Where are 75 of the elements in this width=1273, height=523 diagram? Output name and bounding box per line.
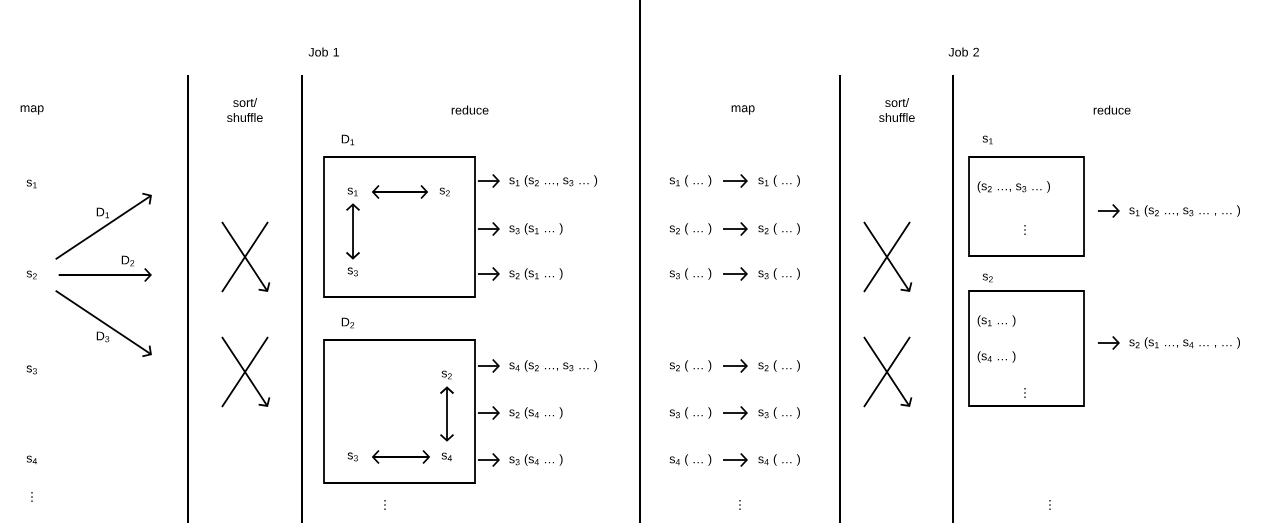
box-heading: s$_{1}$ bbox=[982, 135, 993, 145]
pair-text: s$_{4}$ ( … ) bbox=[669, 454, 712, 466]
arrow bbox=[722, 452, 748, 468]
ellipsis: ⋮ bbox=[1024, 224, 1026, 236]
column-heading: reduce bbox=[1093, 105, 1131, 115]
ellipsis: ⋮ bbox=[739, 499, 741, 511]
box-heading: s$_{2}$ bbox=[982, 273, 993, 283]
arrow bbox=[477, 173, 500, 189]
edge-label: D$_{3}$ bbox=[94, 330, 112, 344]
arrow bbox=[1097, 335, 1120, 351]
ellipsis: ⋮ bbox=[1049, 499, 1051, 511]
arrow bbox=[54, 192, 152, 261]
box-heading: D$_{2}$ bbox=[341, 317, 355, 329]
output-text: s$_{4}$ (s$_{2}$ …, s$_{3}$ … ) bbox=[509, 360, 598, 372]
pair-text: s$_{2}$ ( … ) bbox=[669, 223, 712, 235]
column-heading: sort/ shuffle bbox=[879, 97, 915, 123]
output-text: s$_{2}$ (s$_{1}$ …, s$_{4}$ … , … ) bbox=[1129, 337, 1241, 349]
edge-label: D$_{1}$ bbox=[94, 206, 112, 220]
pair-text: s$_{3}$ ( … ) bbox=[758, 407, 800, 419]
ellipsis: ⋮ bbox=[384, 499, 386, 511]
column-heading: map bbox=[731, 105, 755, 115]
pair-text: s$_{2}$ ( … ) bbox=[669, 360, 712, 372]
edge-label: D$_{2}$ bbox=[119, 254, 137, 268]
output-text: s$_{1}$ (s$_{2}$ …, s$_{3}$ … ) bbox=[509, 175, 598, 187]
state-label: s$_{2}$ bbox=[26, 270, 37, 280]
state-label: s$_{2}$ bbox=[439, 187, 450, 197]
pair-text: s$_{1}$ ( … ) bbox=[758, 175, 800, 187]
arrow bbox=[57, 267, 152, 283]
box-heading: D$_{1}$ bbox=[341, 134, 355, 146]
state-label: s$_{4}$ bbox=[441, 452, 453, 462]
pair-text: s$_{3}$ ( … ) bbox=[758, 268, 800, 280]
arrow bbox=[345, 203, 361, 260]
job-heading: Job 2 bbox=[948, 47, 979, 57]
arrow bbox=[477, 452, 500, 468]
column-heading: sort/ shuffle bbox=[227, 97, 263, 123]
arrow bbox=[371, 449, 431, 465]
state-label: s$_{1}$ bbox=[347, 187, 358, 197]
output-text: s$_{2}$ (s$_{1}$ … ) bbox=[509, 268, 563, 280]
arrow bbox=[722, 405, 748, 421]
list-entry: (s$_{4}$ … ) bbox=[977, 351, 1016, 363]
output-text: s$_{3}$ (s$_{4}$ … ) bbox=[509, 454, 563, 466]
arrow bbox=[722, 173, 748, 189]
arrow bbox=[722, 266, 748, 282]
state-label: s$_{1}$ bbox=[26, 179, 37, 189]
output-text: s$_{1}$ (s$_{2}$ …, s$_{3}$ … , … ) bbox=[1129, 205, 1241, 217]
pair-text: s$_{3}$ ( … ) bbox=[669, 268, 712, 280]
column-heading: reduce bbox=[451, 105, 489, 115]
arrow bbox=[477, 405, 500, 421]
arrow bbox=[477, 221, 500, 237]
state-label: s$_{3}$ bbox=[347, 452, 358, 462]
pair-text: s$_{3}$ ( … ) bbox=[669, 407, 712, 419]
list-entry: (s$_{2}$ …, s$_{3}$ … ) bbox=[977, 181, 1051, 193]
output-text: s$_{2}$ (s$_{4}$ … ) bbox=[509, 407, 563, 419]
arrow bbox=[722, 221, 748, 237]
state-label: s$_{3}$ bbox=[347, 267, 358, 277]
arrow bbox=[722, 358, 748, 374]
arrow bbox=[477, 358, 500, 374]
column-heading: map bbox=[20, 105, 44, 115]
arrow bbox=[371, 184, 429, 200]
state-label: s$_{4}$ bbox=[26, 455, 38, 465]
list-entry: (s$_{1}$ … ) bbox=[977, 315, 1016, 327]
job-heading: Job 1 bbox=[308, 47, 339, 57]
arrow bbox=[477, 266, 500, 282]
pair-text: s$_{2}$ ( … ) bbox=[758, 360, 800, 372]
arrow bbox=[439, 386, 455, 442]
ellipsis: ⋮ bbox=[31, 491, 33, 503]
pair-text: s$_{1}$ ( … ) bbox=[669, 175, 712, 187]
arrow bbox=[54, 289, 152, 358]
ellipsis: ⋮ bbox=[1024, 387, 1026, 399]
pair-text: s$_{4}$ ( … ) bbox=[758, 454, 800, 466]
pair-text: s$_{2}$ ( … ) bbox=[758, 223, 800, 235]
output-text: s$_{3}$ (s$_{1}$ … ) bbox=[509, 223, 563, 235]
arrow bbox=[1097, 203, 1120, 219]
state-label: s$_{3}$ bbox=[26, 365, 37, 375]
state-label: s$_{2}$ bbox=[441, 370, 452, 380]
